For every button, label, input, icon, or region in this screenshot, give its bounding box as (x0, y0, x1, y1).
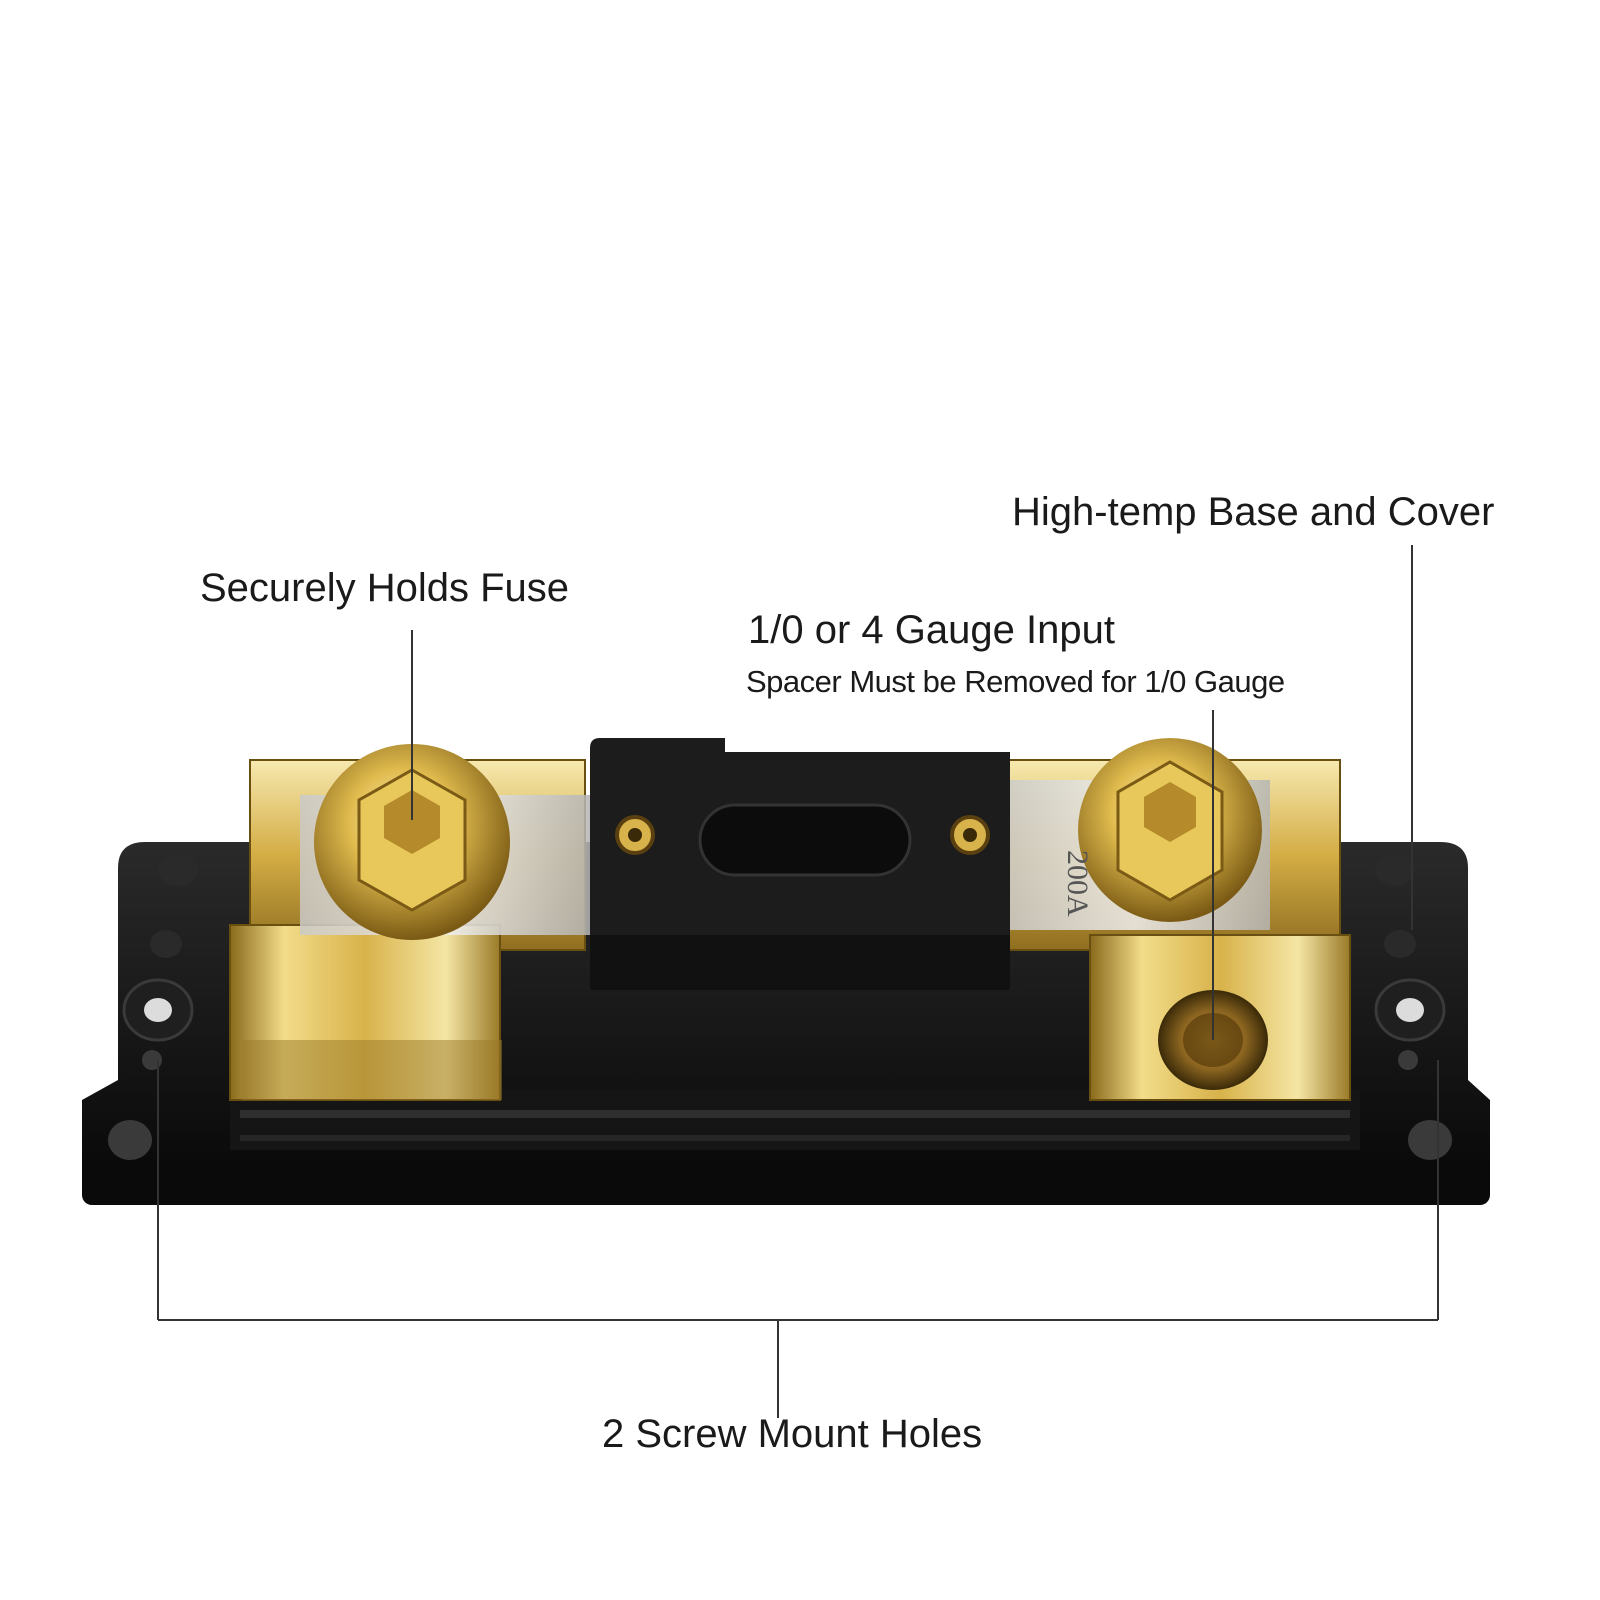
label-mount-holes: 2 Screw Mount Holes (602, 1412, 983, 1456)
fuse-rating-marking: 200A (1061, 850, 1094, 917)
label-high-temp: High-temp Base and Cover (1012, 490, 1495, 534)
black-fuse-cover (590, 738, 1010, 990)
left-gold-terminal (229, 744, 590, 1101)
label-securely-holds-fuse: Securely Holds Fuse (200, 566, 570, 610)
callout-lines (157, 545, 1439, 1418)
label-spacer-note: Spacer Must be Removed for 1/0 Gauge (746, 664, 1285, 699)
mount-holes (108, 854, 1452, 1160)
label-gauge-input: 1/0 or 4 Gauge Input (748, 608, 1115, 652)
